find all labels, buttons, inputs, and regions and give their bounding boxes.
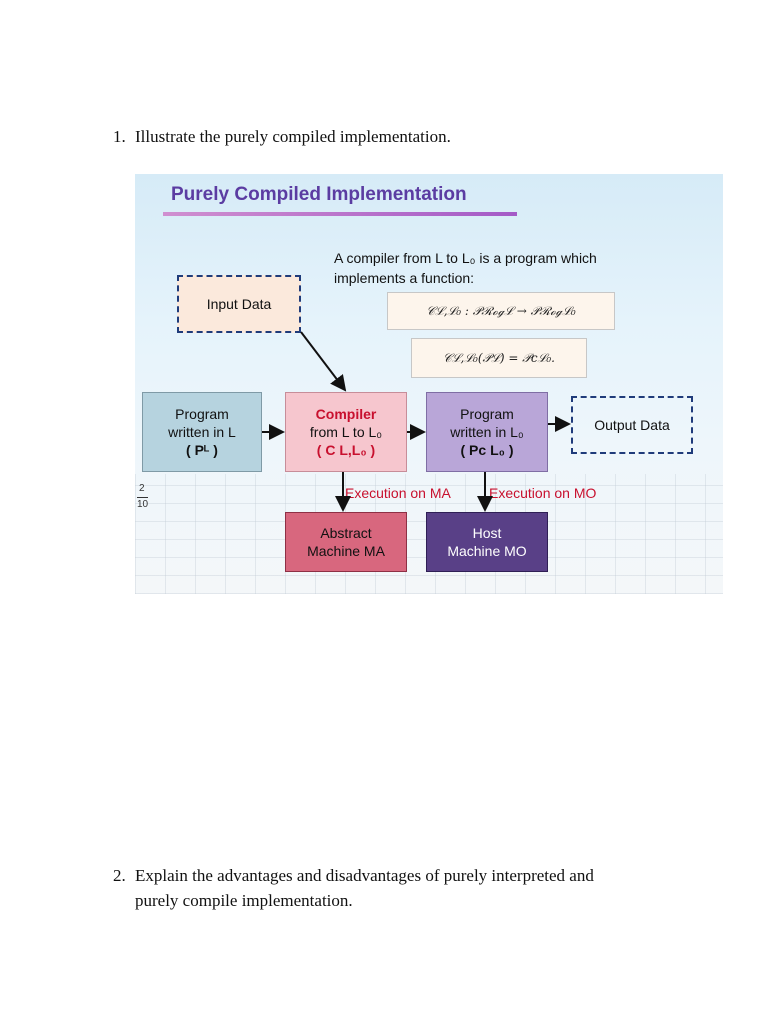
compiler-line2: from L to L₀ bbox=[309, 424, 383, 440]
slide-page-number: 2 bbox=[139, 483, 145, 494]
abstract-machine-line1: Abstract bbox=[320, 525, 372, 541]
question-1-number: 1. bbox=[113, 127, 126, 146]
slide-image: Purely Compiled Implementation A compile… bbox=[135, 174, 723, 594]
program-l-line3: ( Pᴸ ) bbox=[186, 442, 218, 458]
program-lo-box: Program written in L₀ ( Pc L₀ ) bbox=[426, 392, 548, 472]
question-2-number: 2. bbox=[113, 866, 126, 885]
compiler-box: Compiler from L to L₀ ( C L,L₀ ) bbox=[285, 392, 407, 472]
arrow-input-to-compiler bbox=[300, 331, 347, 392]
slide-page-total: 10 bbox=[137, 497, 149, 510]
slide-description-line2: implements a function: bbox=[334, 270, 475, 286]
host-machine-line1: Host bbox=[472, 525, 502, 541]
question-2-text-line1: Explain the advantages and disadvantages… bbox=[135, 866, 594, 885]
diagram-arrows bbox=[262, 331, 571, 512]
slide-description-line1: A compiler from L to L₀ is a program whi… bbox=[334, 250, 597, 266]
program-lo-line1: Program bbox=[460, 406, 514, 422]
program-lo-line2: written in L₀ bbox=[450, 424, 524, 440]
formula-function-application: 𝒞ℒ,ℒ₀(𝒫ℒ) = 𝒫cℒ₀. bbox=[411, 338, 587, 378]
slide-title: Purely Compiled Implementation bbox=[171, 184, 467, 205]
compiler-line3: ( C L,L₀ ) bbox=[316, 442, 376, 458]
compiler-line1: Compiler bbox=[315, 406, 377, 422]
execution-on-mo-label: Execution on MO bbox=[489, 485, 597, 501]
question-1-text: Illustrate the purely compiled implement… bbox=[135, 127, 451, 146]
input-data-label: Input Data bbox=[206, 296, 272, 312]
question-1: 1. Illustrate the purely compiled impleme… bbox=[113, 124, 451, 149]
program-lo-line3: ( Pc L₀ ) bbox=[460, 442, 514, 458]
question-2: 2. Explain the advantages and disadvantag… bbox=[113, 863, 713, 913]
program-l-line2: written in L bbox=[168, 424, 236, 440]
question-2-text-line2: purely compile implementation. bbox=[135, 891, 353, 910]
execution-on-ma-label: Execution on MA bbox=[345, 485, 451, 501]
input-data-box: Input Data bbox=[177, 275, 301, 333]
host-machine-box: Host Machine MO bbox=[426, 512, 548, 572]
output-data-label: Output Data bbox=[594, 417, 670, 433]
abstract-machine-box: Abstract Machine MA bbox=[285, 512, 407, 572]
abstract-machine-line2: Machine MA bbox=[307, 543, 385, 559]
formula-function-signature: 𝒞ℒ,ℒ₀ : 𝒫ℛℴℊℒ → 𝒫ℛℴℊℒ₀ bbox=[387, 292, 615, 330]
program-l-line1: Program bbox=[175, 406, 229, 422]
output-data-box: Output Data bbox=[571, 396, 693, 454]
program-l-box: Program written in L ( Pᴸ ) bbox=[142, 392, 262, 472]
slide-title-underline bbox=[163, 212, 517, 216]
host-machine-line2: Machine MO bbox=[447, 543, 527, 559]
